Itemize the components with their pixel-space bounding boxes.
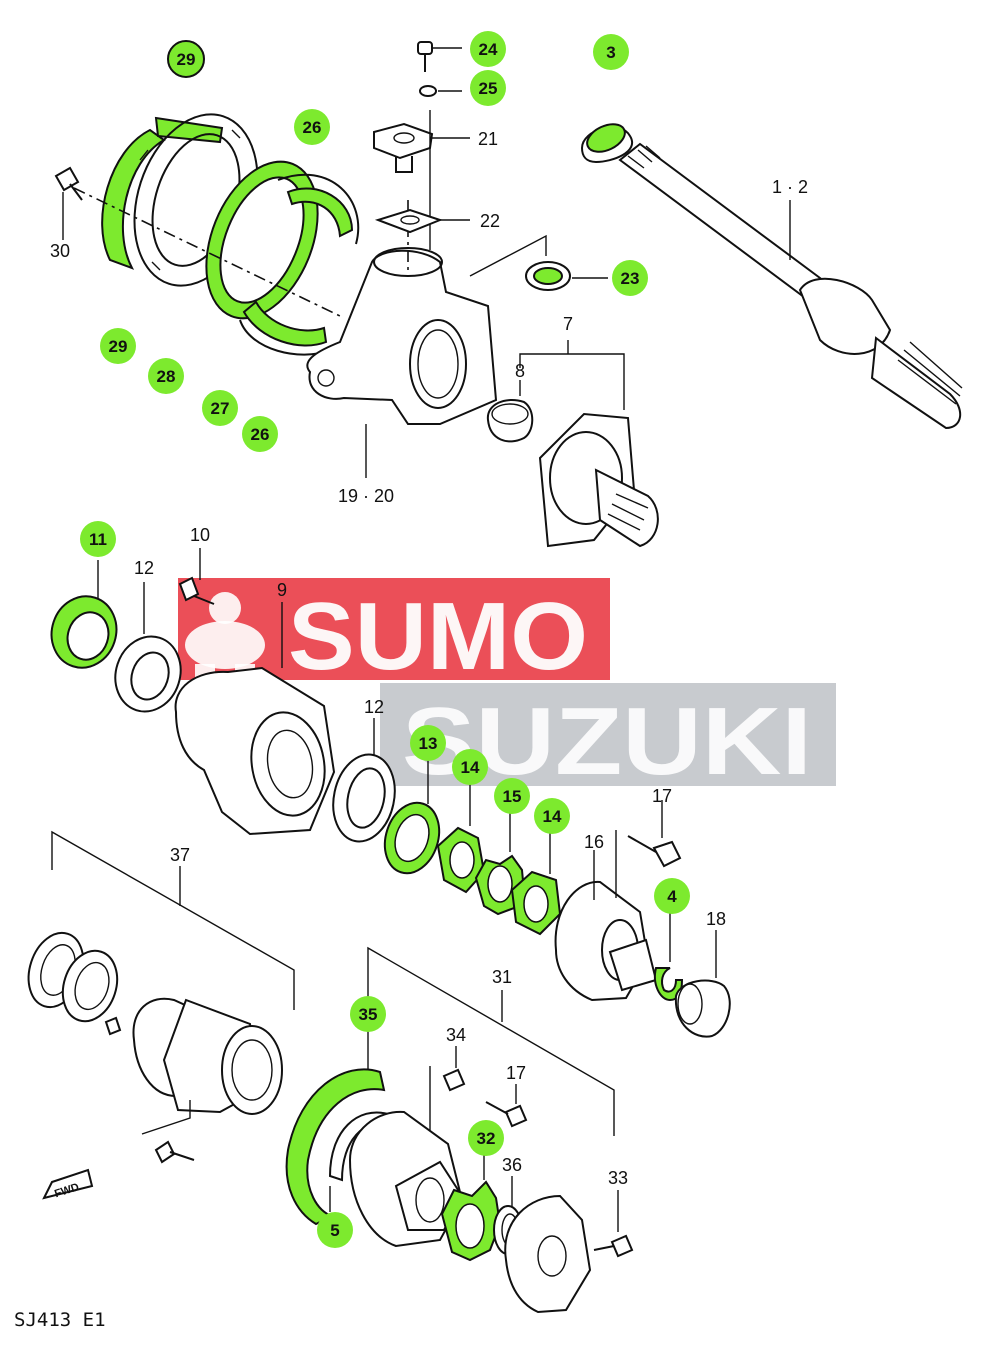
label-26-bottom: 26 (251, 425, 270, 444)
label-31: 31 (492, 967, 512, 987)
part-26-split-ring (239, 173, 360, 356)
label-25: 25 (479, 79, 498, 98)
label-34: 34 (446, 1025, 466, 1045)
part-27-seal (205, 160, 319, 320)
part-24-bolt (417, 41, 462, 72)
label-32: 32 (477, 1129, 496, 1148)
watermark-sumo-text: SUMO (288, 583, 588, 690)
label-13: 13 (419, 734, 438, 753)
label-14-right: 14 (543, 807, 562, 826)
part-22-shim (374, 208, 470, 234)
label-1-2: 1 · 2 (772, 177, 808, 197)
part-23-bearing (469, 234, 608, 291)
part-16-drive-flange (554, 850, 658, 1002)
label-23: 23 (621, 269, 640, 288)
part-13-washer (383, 758, 441, 875)
part-33-bolt (593, 1190, 634, 1258)
label-16: 16 (584, 832, 604, 852)
part-12-bearing-outer (332, 718, 396, 843)
label-8: 8 (515, 361, 525, 381)
label-21: 21 (478, 129, 498, 149)
label-7: 7 (563, 314, 573, 334)
label-9: 9 (277, 580, 287, 600)
label-37: 37 (170, 845, 190, 865)
labels: 29 26 3 24 25 23 29 28 27 26 11 13 14 15… (50, 31, 808, 1248)
label-22: 22 (480, 211, 500, 231)
label-12-right: 12 (364, 697, 384, 717)
label-14-left: 14 (461, 758, 480, 777)
label-33: 33 (608, 1168, 628, 1188)
part-10-stud-bolt (178, 548, 215, 605)
label-15: 15 (503, 787, 522, 806)
part-1-2-axle-shaft (580, 123, 963, 430)
label-11: 11 (89, 530, 107, 549)
label-17-upper: 17 (652, 786, 672, 806)
part-18-cap (674, 930, 731, 1038)
part-19-20-knuckle (306, 200, 498, 478)
part-32-lock-ring (440, 1150, 502, 1262)
label-27: 27 (211, 399, 230, 418)
part-31-locking-hub (367, 946, 615, 1136)
label-5: 5 (330, 1221, 339, 1240)
label-29-top: 29 (177, 50, 196, 69)
part-12-bearing-inner (114, 582, 182, 713)
part-25-washer (419, 85, 462, 97)
part-34-bolt (429, 1046, 466, 1136)
part-37-freewheel-hub (27, 830, 295, 1164)
label-18: 18 (706, 909, 726, 929)
part-17-bolt-lower (485, 1084, 528, 1128)
part-8-bushing (486, 380, 534, 443)
seal-retainer-group (54, 113, 360, 356)
label-24: 24 (479, 40, 498, 59)
label-26-top: 26 (303, 118, 322, 137)
label-29-bottom: 29 (109, 337, 128, 356)
part-30-bolt (54, 166, 83, 240)
part-21-kingpin (373, 110, 470, 250)
label-30: 30 (50, 241, 70, 261)
part-35-gasket (285, 1028, 386, 1226)
label-12-left: 12 (134, 558, 154, 578)
part-15-lock-washer (474, 810, 526, 916)
part-7-spindle (519, 340, 659, 548)
label-10: 10 (190, 525, 210, 545)
part-17-bolt-upper (615, 800, 682, 898)
part-29-seal-ring (101, 128, 166, 270)
label-19-20: 19 · 20 (338, 486, 394, 506)
part-4-circlip (654, 910, 684, 1002)
part-9-hub (174, 602, 336, 836)
fwd-arrow: FWD (42, 1168, 94, 1200)
label-36: 36 (502, 1155, 522, 1175)
label-28: 28 (157, 367, 176, 386)
label-3: 3 (606, 43, 615, 62)
diagram-caption: SJ413 E1 (14, 1309, 106, 1331)
label-35: 35 (359, 1005, 378, 1024)
part-14-locknut-a (436, 780, 486, 894)
part-11-oil-seal (50, 560, 118, 669)
part-31-hub-cover (504, 1194, 592, 1314)
label-17-lower: 17 (506, 1063, 526, 1083)
label-4: 4 (667, 887, 677, 906)
